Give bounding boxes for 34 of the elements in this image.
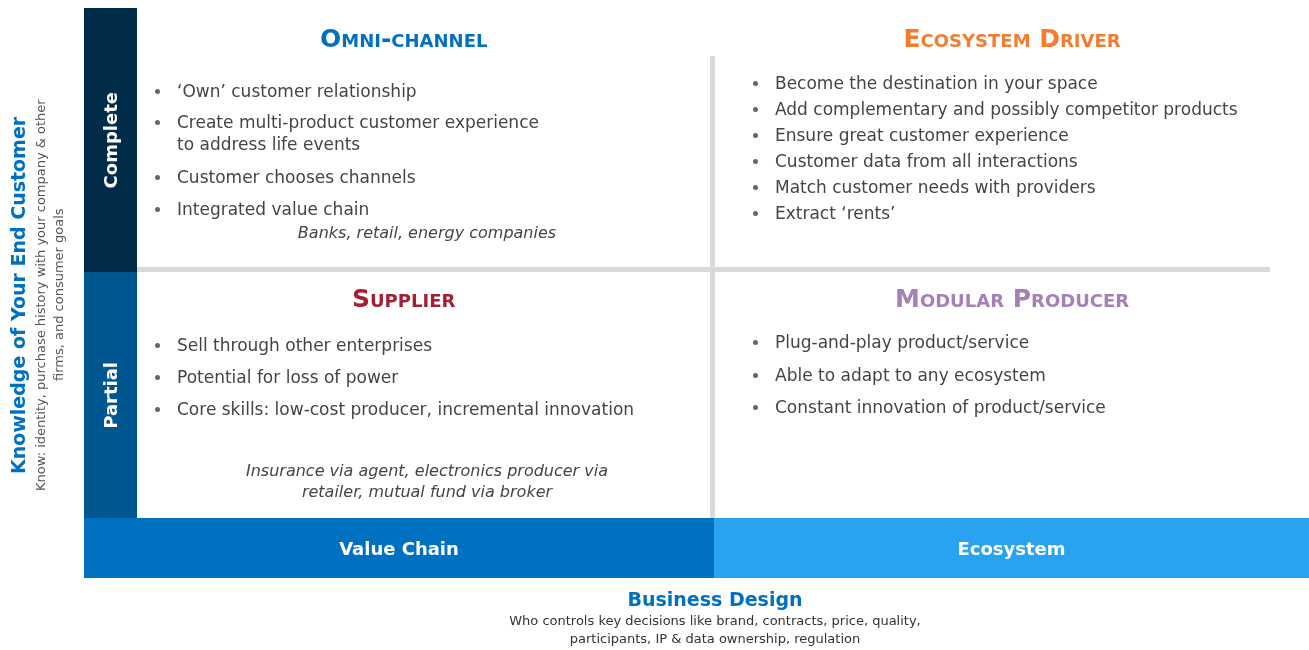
- bullet-text: Sell through other enterprises: [177, 334, 434, 356]
- axis-band: [84, 8, 137, 272]
- axis-description: Know: identity, purchase history with your company & other firms, and consumer goals: [32, 98, 67, 493]
- example-text: Banks, retail, energy companies: [296, 222, 558, 243]
- bullet-text: Become the destination in your space: [775, 72, 1099, 94]
- axis-label: Value Chain: [339, 537, 459, 559]
- bullet-text: Customer chooses channels: [177, 166, 417, 188]
- axis-band: [714, 518, 1309, 578]
- axis-label: Complete: [100, 91, 121, 189]
- axis-title: Knowledge of Your End Customer: [6, 115, 30, 476]
- quadrant-heading: Modular Producer: [895, 284, 1130, 313]
- example-text: Insurance via agent, electronics producer via retailer, mutual fund via broker: [245, 460, 609, 502]
- bullet-text: Integrated value chain: [177, 198, 371, 220]
- axis-description: Who controls key decisions like brand, contracts, price, quality, participants, IP & data ownership, regulation: [508, 612, 922, 648]
- bullet-text: Potential for loss of power: [177, 366, 400, 388]
- bullet-text: Ensure great customer experience: [775, 124, 1070, 146]
- bullet-text: ‘Own’ customer relationship: [177, 80, 418, 102]
- bullet-text: Extract ‘rents’: [775, 202, 897, 224]
- bullet-text: Core skills: low-cost producer, incremental innovation: [177, 398, 636, 420]
- quadrant-heading: Omni-channel: [320, 24, 488, 53]
- bullet-text: Add complementary and possibly competitor products: [775, 98, 1239, 120]
- quadrant-heading: Supplier: [352, 284, 456, 313]
- axis-label: Partial: [100, 361, 121, 429]
- bullet-text: Create multi-product customer experience to address life events: [177, 111, 540, 155]
- bullet-text: Match customer needs with providers: [775, 176, 1097, 198]
- axis-label: Ecosystem: [957, 537, 1066, 559]
- bullet-text: Able to adapt to any ecosystem: [775, 364, 1047, 386]
- axis-band: [84, 518, 714, 578]
- bullet-text: Plug-and-play product/service: [775, 331, 1031, 353]
- bullet-text: Constant innovation of product/service: [775, 396, 1107, 418]
- quadrant-heading: Ecosystem Driver: [903, 24, 1121, 53]
- axis-band: [84, 272, 137, 518]
- axis-title: Business Design: [626, 588, 804, 610]
- bullet-text: Customer data from all interactions: [775, 150, 1079, 172]
